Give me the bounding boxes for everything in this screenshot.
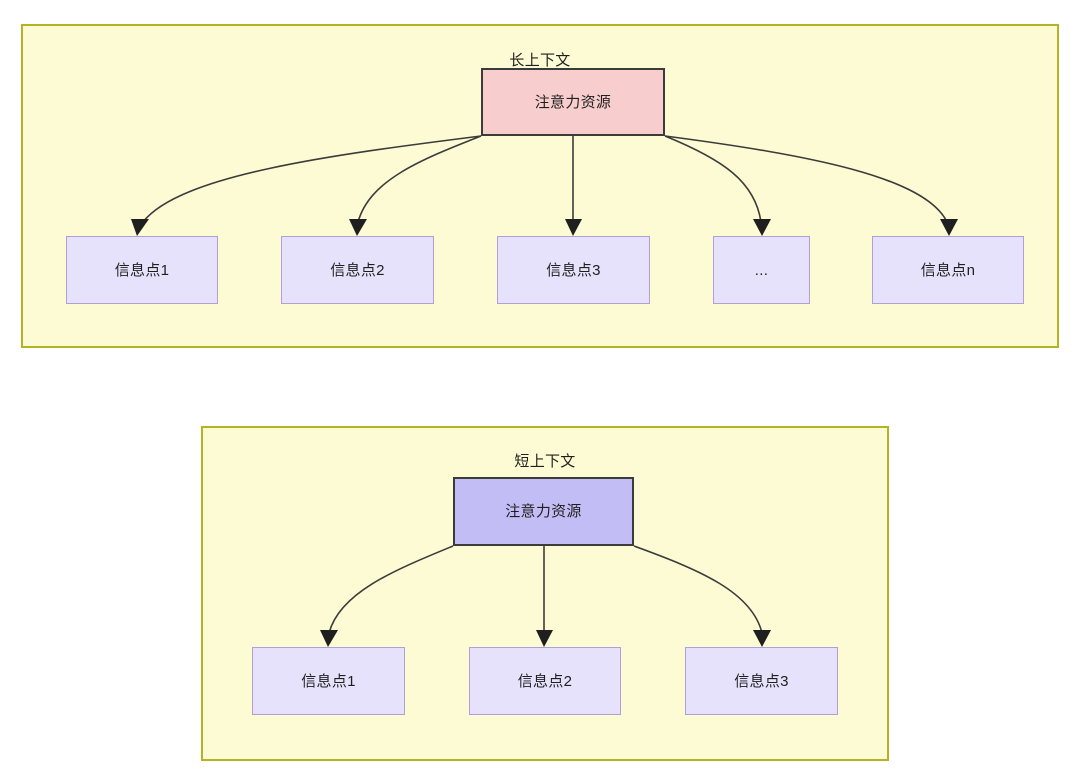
node-info-point-long-3[interactable]: 信息点3 [497, 236, 650, 304]
group-short-context-title: 短上下文 [514, 453, 576, 470]
node-info-point-short-2[interactable]: 信息点2 [469, 647, 621, 715]
node-info-point-short-3[interactable]: 信息点3 [685, 647, 838, 715]
node-attention-resource-short[interactable]: 注意力资源 [453, 477, 634, 546]
group-long-context-title: 长上下文 [509, 52, 571, 69]
node-info-point-short-1[interactable]: 信息点1 [252, 647, 405, 715]
node-info-point-long-ellipsis[interactable]: ... [713, 236, 810, 304]
node-info-point-long-n[interactable]: 信息点n [872, 236, 1024, 304]
node-info-point-long-1[interactable]: 信息点1 [66, 236, 218, 304]
node-attention-resource-long[interactable]: 注意力资源 [481, 68, 665, 136]
node-info-point-long-2[interactable]: 信息点2 [281, 236, 434, 304]
